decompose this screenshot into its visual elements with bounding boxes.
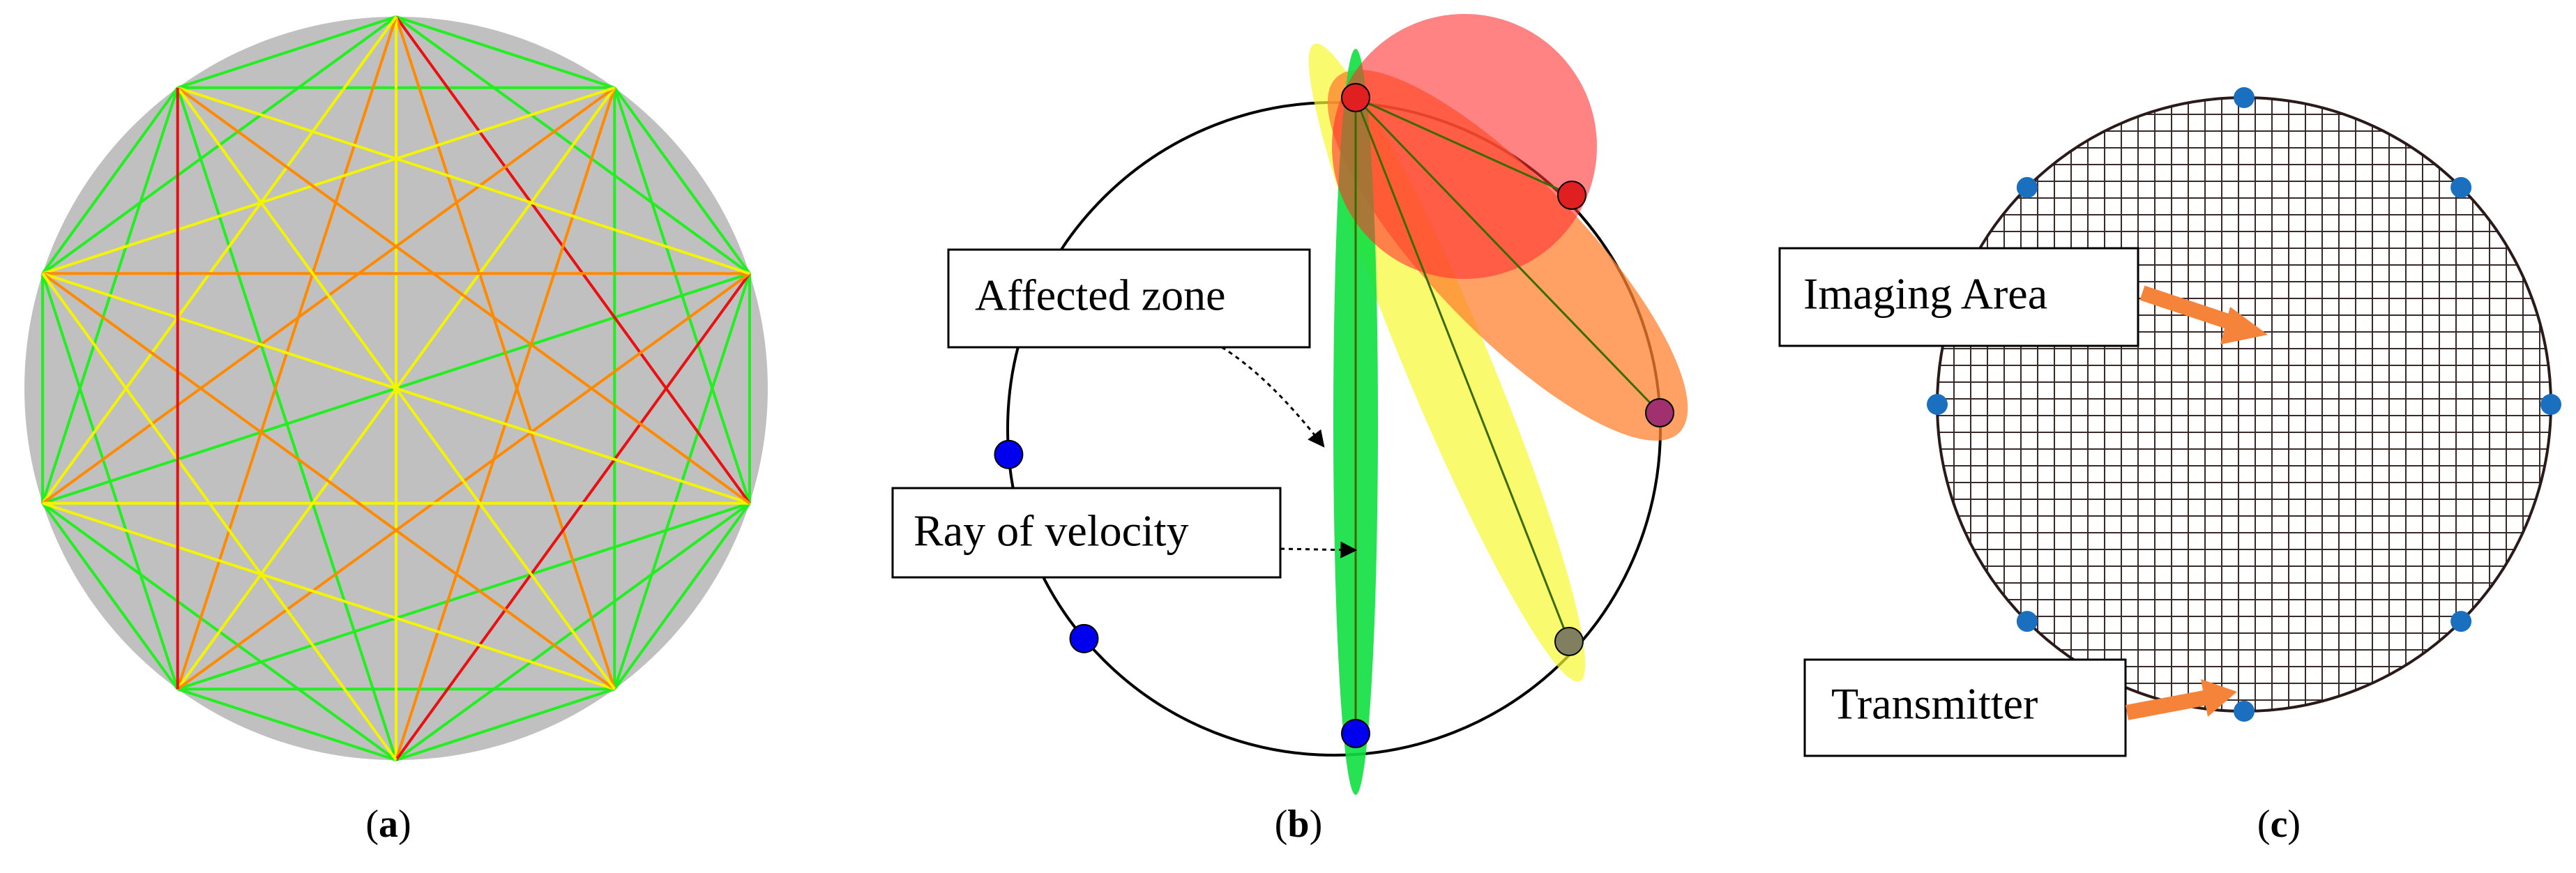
imaging-area-label: Imaging Area [1803, 269, 2047, 319]
panel-c-transmitters [1927, 87, 2561, 722]
ray-of-velocity-callout: Ray of velocity [891, 487, 1358, 579]
panel-a-ray-line [395, 15, 751, 504]
affected-zone-label: Affected zone [975, 271, 1226, 320]
transmitter-dot-icon [2450, 611, 2472, 632]
panel-c-grid [1937, 98, 2551, 711]
panel-a-ray-line [177, 15, 397, 89]
panel-c-caption: (c) [2257, 803, 2301, 846]
sensor-icon [994, 439, 1024, 469]
affected-zone-label-box [947, 248, 1311, 349]
panel-b-caption: (b) [1275, 803, 1322, 846]
imaging-area-callout: Imaging Area [1778, 247, 2268, 347]
panel-b-ray-lines [1354, 96, 1661, 734]
panel-a-ray-line [613, 86, 751, 275]
transmitter-dot-icon [2234, 87, 2255, 108]
sensor-icon [1341, 719, 1370, 748]
panel-b-ray-line [1355, 96, 1573, 197]
panel-c-imaging-grid: Imaging Area Transmitter [1778, 87, 2561, 757]
ray-of-velocity-label-box [891, 487, 1282, 579]
panel-a-ray-line [42, 86, 615, 275]
panel-a-ray-line [41, 86, 179, 275]
transmitter-dot-icon [2540, 394, 2561, 415]
transmitter-label: Transmitter [1831, 679, 2038, 729]
panel-a-ray-line [395, 273, 751, 761]
sensor-icon [1645, 398, 1674, 427]
panel-a-ray-line [41, 15, 397, 504]
transmitter-dot-icon [1927, 394, 1948, 415]
panel-a-ray-line [41, 502, 179, 690]
affected-zone-callout: Affected zone [947, 248, 1325, 448]
panel-a-ray-line [41, 273, 397, 761]
panel-a-ray-line [395, 15, 615, 89]
imaging-area-label-box [1778, 247, 2139, 347]
sensor-icon [1341, 83, 1370, 112]
panel-a-ray-lines [41, 15, 751, 761]
sensor-icon [1554, 627, 1584, 656]
transmitter-dot-icon [2234, 701, 2255, 722]
panel-a-ray-line [176, 86, 751, 505]
transmitter-label-box [1803, 658, 2127, 757]
panel-a-ray-line [176, 86, 616, 690]
panel-a-caption: (a) [365, 803, 411, 846]
ray-of-velocity-label: Ray of velocity [914, 506, 1189, 556]
panel-b-ray-line [1354, 96, 1661, 414]
panel-a-ray-network [24, 15, 768, 761]
panel-a-ray-line [41, 273, 179, 690]
panel-a-ray-line [395, 688, 615, 761]
panel-a-ray-line [177, 501, 750, 691]
affected-zone-pointer-arrow [1221, 346, 1325, 448]
transmitter-dot-icon [2016, 611, 2038, 632]
panel-a-ray-line [42, 501, 615, 691]
panel-a-ray-line [177, 86, 750, 275]
panel-b-affected-zone-diagram: Affected zone Ray of velocity [891, 14, 1688, 795]
imaging-area-arrow-icon [2139, 285, 2268, 344]
transmitter-dot-icon [2450, 176, 2472, 198]
panel-a-ray-line [395, 16, 616, 690]
transmitter-callout: Transmitter [1803, 658, 2237, 757]
panel-a-ray-line [176, 87, 397, 761]
panel-a-ray-line [41, 272, 616, 690]
sensor-icon [1069, 623, 1099, 653]
transmitter-arrow-icon [2125, 679, 2237, 720]
panel-b-ray-line [1354, 97, 1570, 642]
sensor-icon [1557, 181, 1586, 210]
panel-a-ray-line [177, 688, 397, 761]
transmitter-dot-icon [2016, 176, 2038, 198]
panel-a-ray-line [613, 502, 751, 690]
